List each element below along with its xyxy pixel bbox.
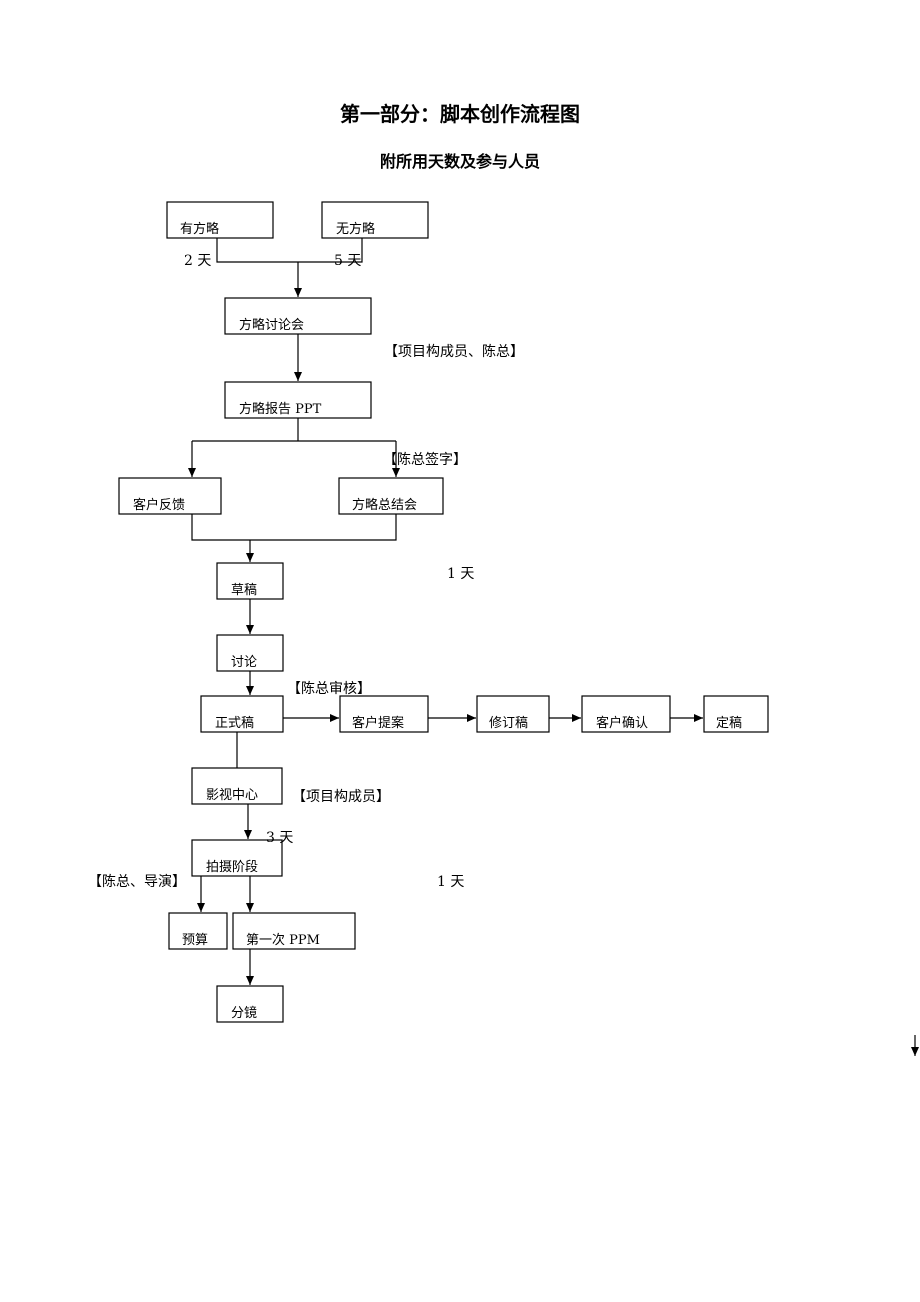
note-days-2: 2 天 <box>184 253 211 269</box>
note-members-boss: 【项目构成员、陈总】 <box>384 343 524 360</box>
box-revision-label: 修订稿 <box>489 715 528 731</box>
page-subtitle: 附所用天数及参与人员 <box>379 152 540 171</box>
box-formal-draft: 正式稿 <box>200 695 284 733</box>
note-days-5: 5 天 <box>334 253 361 269</box>
box-no-strategy-label: 无方略 <box>336 221 375 237</box>
box-client-proposal-label: 客户提案 <box>352 715 404 731</box>
box-strategy-report-label: 方略报告 PPT <box>239 401 322 417</box>
box-strategy-meeting-label: 方略讨论会 <box>239 317 304 333</box>
box-has-strategy: 有方略 <box>166 201 274 239</box>
page-title: 第一部分：脚本创作流程图 <box>340 102 580 126</box>
box-strategy-report: 方略报告 PPT <box>224 381 372 419</box>
box-revision: 修订稿 <box>476 695 550 733</box>
box-storyboard: 分镜 <box>216 985 284 1023</box>
box-draft-label: 草稿 <box>231 582 257 598</box>
box-final-label: 定稿 <box>716 715 742 731</box>
box-first-ppm: 第一次 PPM <box>232 912 356 950</box>
box-client-feedback: 客户反馈 <box>118 477 222 515</box>
box-final: 定稿 <box>703 695 769 733</box>
box-client-confirm: 客户确认 <box>581 695 671 733</box>
connectors <box>188 238 919 1056</box>
box-strategy-summary: 方略总结会 <box>338 477 444 515</box>
box-strategy-meeting: 方略讨论会 <box>224 297 372 335</box>
note-days-3: 3 天 <box>266 830 293 846</box>
box-no-strategy: 无方略 <box>321 201 429 239</box>
box-shooting-stage: 拍摄阶段 <box>191 839 283 877</box>
note-boss-director: 【陈总、导演】 <box>88 873 186 890</box>
note-boss-review: 【陈总审核】 <box>287 680 371 697</box>
box-storyboard-label: 分镜 <box>231 1006 257 1021</box>
box-has-strategy-label: 有方略 <box>180 221 219 237</box>
box-client-feedback-label: 客户反馈 <box>133 497 185 513</box>
box-budget-label: 预算 <box>182 933 208 948</box>
box-strategy-summary-label: 方略总结会 <box>352 497 417 513</box>
note-days-1-a: 1 天 <box>447 566 474 582</box>
box-video-center-label: 影视中心 <box>206 788 258 803</box>
box-shooting-stage-label: 拍摄阶段 <box>206 860 258 875</box>
box-formal-draft-label: 正式稿 <box>215 715 254 731</box>
merge-line-top <box>216 238 363 263</box>
box-discussion: 讨论 <box>216 634 284 672</box>
box-video-center: 影视中心 <box>191 767 283 805</box>
note-members: 【项目构成员】 <box>292 789 390 805</box>
box-draft: 草稿 <box>216 562 284 600</box>
merge-line-middle <box>191 514 397 541</box>
box-client-proposal: 客户提案 <box>339 695 429 733</box>
note-boss-sign: 【陈总签字】 <box>383 451 467 468</box>
box-first-ppm-label: 第一次 PPM <box>246 932 320 948</box>
box-client-confirm-label: 客户确认 <box>596 715 648 731</box>
box-discussion-label: 讨论 <box>231 655 257 670</box>
note-days-1-b: 1 天 <box>437 874 464 890</box>
box-budget: 预算 <box>168 912 228 950</box>
